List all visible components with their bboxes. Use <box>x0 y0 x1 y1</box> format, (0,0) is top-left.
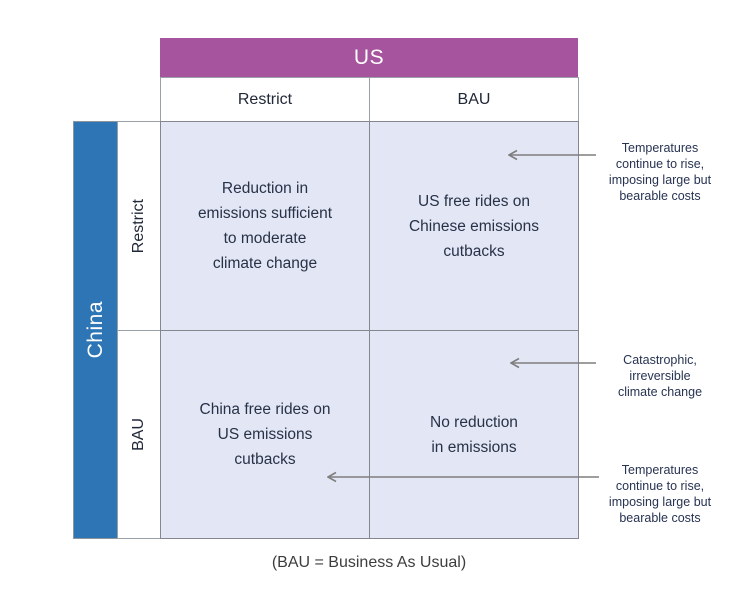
figure-caption: (BAU = Business As Usual) <box>271 554 467 571</box>
china-row-header-bau: BAU <box>117 330 161 539</box>
annotation-temperatures-rise-top: Temperatures continue to rise, imposing … <box>608 141 712 203</box>
cell-china-restrict-us-bau: US free rides on Chinese emissions cutba… <box>369 121 579 331</box>
annotation-temperatures-rise-bottom: Temperatures continue to rise, imposing … <box>608 463 712 525</box>
cell-china-bau-us-bau: No reduction in emissions <box>369 330 579 539</box>
us-column-header-restrict: Restrict <box>160 77 370 122</box>
china-group-label: China <box>83 301 107 359</box>
china-row-header-restrict-label: Restrict <box>130 198 147 254</box>
cell-china-restrict-us-restrict: Reduction in emissions sufficient to mod… <box>160 121 370 331</box>
annotation-catastrophic-change: Catastrophic, irreversible climate chang… <box>617 353 703 399</box>
us-group-header: US <box>160 38 578 77</box>
china-row-header-restrict: Restrict <box>117 121 161 331</box>
china-group-header: China <box>73 121 118 539</box>
us-column-header-bau: BAU <box>369 77 579 122</box>
china-row-header-bau-label: BAU <box>130 418 147 451</box>
cell-china-bau-us-restrict: China free rides on US emissions cutback… <box>160 330 370 539</box>
